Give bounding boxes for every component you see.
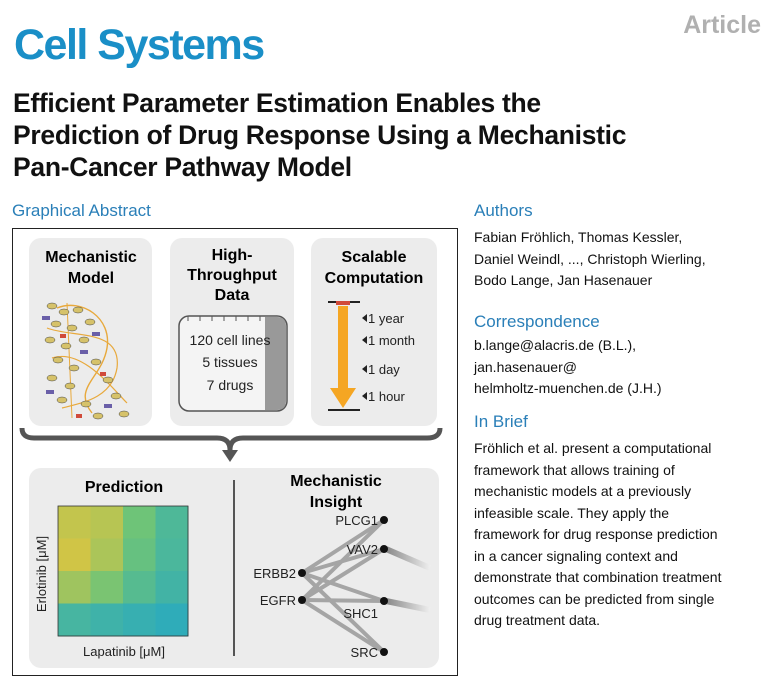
title-line: Pan-Cancer Pathway Model: [13, 152, 352, 182]
model-title-line: Mechanistic: [45, 249, 137, 266]
heatmap-cell: [123, 571, 156, 604]
insight-title-line: Insight: [310, 494, 363, 511]
heatmap-cell: [90, 506, 124, 539]
heatmap-cell: [155, 571, 189, 604]
author-line: Fabian Fröhlich, Thomas Kessler,: [474, 229, 683, 245]
authors-list: Fabian Fröhlich, Thomas Kessler, Daniel …: [474, 227, 706, 292]
author-line: Bodo Lange, Jan Hasenauer: [474, 272, 653, 288]
heatmap-cell: [58, 571, 91, 604]
network-diagram-icon: [42, 302, 130, 420]
brief-line: drug treatment data.: [474, 612, 601, 628]
time-label: 1 month: [368, 333, 415, 348]
brace-connector: [19, 427, 443, 451]
brief-line: mechanistic models at a previously: [474, 483, 692, 499]
data-item-drugs: 7 drugs: [207, 377, 254, 393]
heatmap-frame: [57, 505, 189, 637]
heatmap-cell: [155, 506, 189, 539]
in-brief-text: Fröhlich et al. present a computational …: [474, 438, 721, 632]
heatmap-cell: [90, 538, 124, 572]
journal-name: Cell Systems: [14, 21, 265, 69]
authors-heading: Authors: [474, 201, 533, 220]
heatmap-xlabel: Lapatinib [μM]: [83, 644, 165, 659]
graphical-abstract-heading: Graphical Abstract: [12, 201, 151, 220]
compute-title-line: Scalable: [342, 249, 407, 266]
time-label: 1 year: [368, 311, 405, 326]
author-line: Daniel Weindl, ..., Christoph Wierling,: [474, 250, 706, 267]
graphical-abstract-frame: [12, 228, 458, 676]
heatmap-cell: [58, 506, 91, 539]
compute-title-line: Computation: [325, 270, 424, 287]
heatmap-cell: [123, 603, 156, 637]
title-line: Efficient Parameter Estimation Enables t…: [13, 88, 541, 118]
down-arrow-icon: [222, 450, 238, 462]
email-line[interactable]: b.lange@alacris.de (B.L.),: [474, 337, 637, 353]
prediction-title: Prediction: [85, 479, 163, 496]
correspondence-heading: Correspondence: [474, 312, 600, 331]
page-title: Efficient Parameter Estimation Enables t…: [13, 87, 753, 183]
node-label: ERBB2: [253, 566, 296, 581]
article-type-label: Article: [683, 11, 761, 39]
in-brief-heading: In Brief: [474, 412, 528, 431]
node-label: PLCG1: [335, 513, 378, 528]
node-label: VAV2: [347, 542, 378, 557]
insight-title-line: Mechanistic: [290, 473, 382, 490]
brief-line: framework that allows training of: [474, 461, 675, 478]
data-title-line: Throughput: [187, 267, 277, 284]
time-label: 1 day: [368, 362, 400, 377]
brief-line: demonstrate that combination treatment: [474, 569, 722, 585]
data-title-line: Data: [215, 287, 250, 304]
node-label: EGFR: [260, 593, 296, 608]
data-title-line: High-: [212, 247, 253, 264]
brief-line: infeasible scale. They apply the: [474, 504, 670, 521]
data-tube-icon: [178, 315, 288, 412]
heatmap-ylabel: Erlotinib [μM]: [34, 536, 49, 612]
heatmap-cell: [58, 603, 91, 637]
model-title-line: Model: [68, 270, 114, 287]
pathway-graph: [298, 516, 432, 656]
heatmap-cell: [123, 538, 156, 572]
heatmap-cell: [155, 603, 189, 637]
email-line[interactable]: helmholtz-muenchen.de (J.H.): [474, 380, 662, 396]
heatmap: [57, 505, 189, 637]
brief-line: in a cancer signaling context and: [474, 547, 678, 564]
heatmap-cell: [90, 571, 124, 604]
graphical-abstract: Mechanistic Model High- Throughput Data: [19, 238, 443, 668]
email-line[interactable]: jan.hasenauer@: [474, 358, 577, 375]
correspondence-list: b.lange@alacris.de (B.L.), jan.hasenauer…: [474, 335, 662, 400]
model-panel: [29, 238, 152, 426]
node-label: SRC: [351, 645, 378, 660]
heatmap-cell: [90, 603, 124, 637]
brief-line: outcomes can be predicted from single: [474, 590, 715, 607]
title-line: Prediction of Drug Response Using a Mech…: [13, 120, 627, 150]
data-item-tissues: 5 tissues: [202, 354, 257, 370]
heatmap-cell: [58, 538, 91, 572]
heatmap-cell: [123, 506, 156, 539]
time-label: 1 hour: [368, 389, 406, 404]
heatmap-cell: [155, 538, 189, 572]
brief-line: framework for drug response prediction: [474, 526, 718, 542]
data-item-cell-lines: 120 cell lines: [190, 332, 271, 348]
node-label: SHC1: [343, 606, 378, 621]
brief-line: Fröhlich et al. present a computational: [474, 440, 712, 456]
timeline-arrow-icon: [328, 301, 360, 411]
